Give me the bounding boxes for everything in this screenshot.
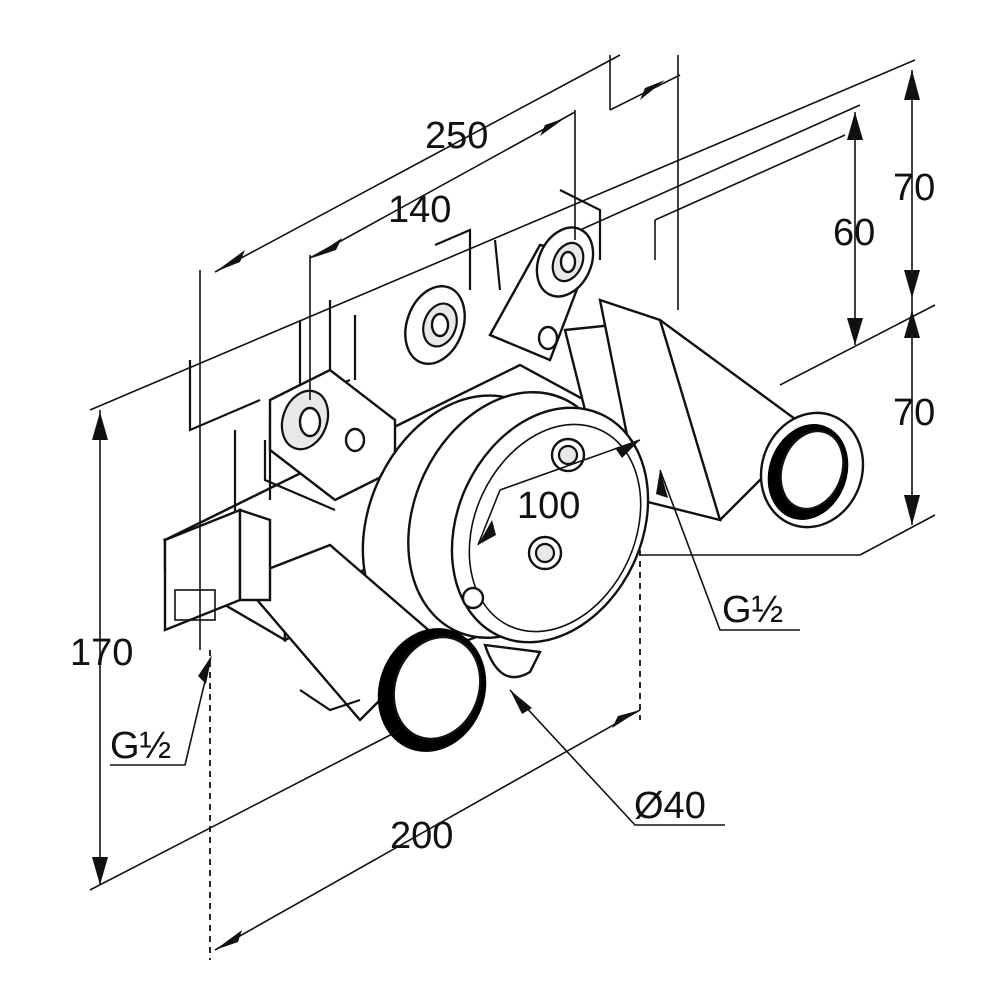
dim-height-top: 70	[893, 167, 935, 209]
dim-width-total: 250	[425, 115, 488, 157]
dim-outlet-diameter: Ø40	[634, 785, 706, 827]
dim-thread-right: G½	[722, 589, 783, 631]
dim-depth-front: 60	[833, 212, 875, 254]
pipe-left	[163, 508, 487, 752]
dimension-lines	[89, 54, 936, 960]
dim-length-bottom: 200	[390, 815, 453, 857]
dim-width-inner: 140	[388, 189, 451, 231]
front-bracket-left	[263, 368, 397, 512]
dim-thread-left: G½	[110, 725, 171, 767]
dim-height-bottom: 70	[893, 392, 935, 434]
dim-height-total: 170	[70, 632, 133, 674]
dim-diameter-circle: 100	[517, 485, 580, 527]
back-bracket-right	[488, 226, 595, 362]
back-bracket-left	[404, 285, 466, 365]
central-body	[361, 391, 650, 679]
